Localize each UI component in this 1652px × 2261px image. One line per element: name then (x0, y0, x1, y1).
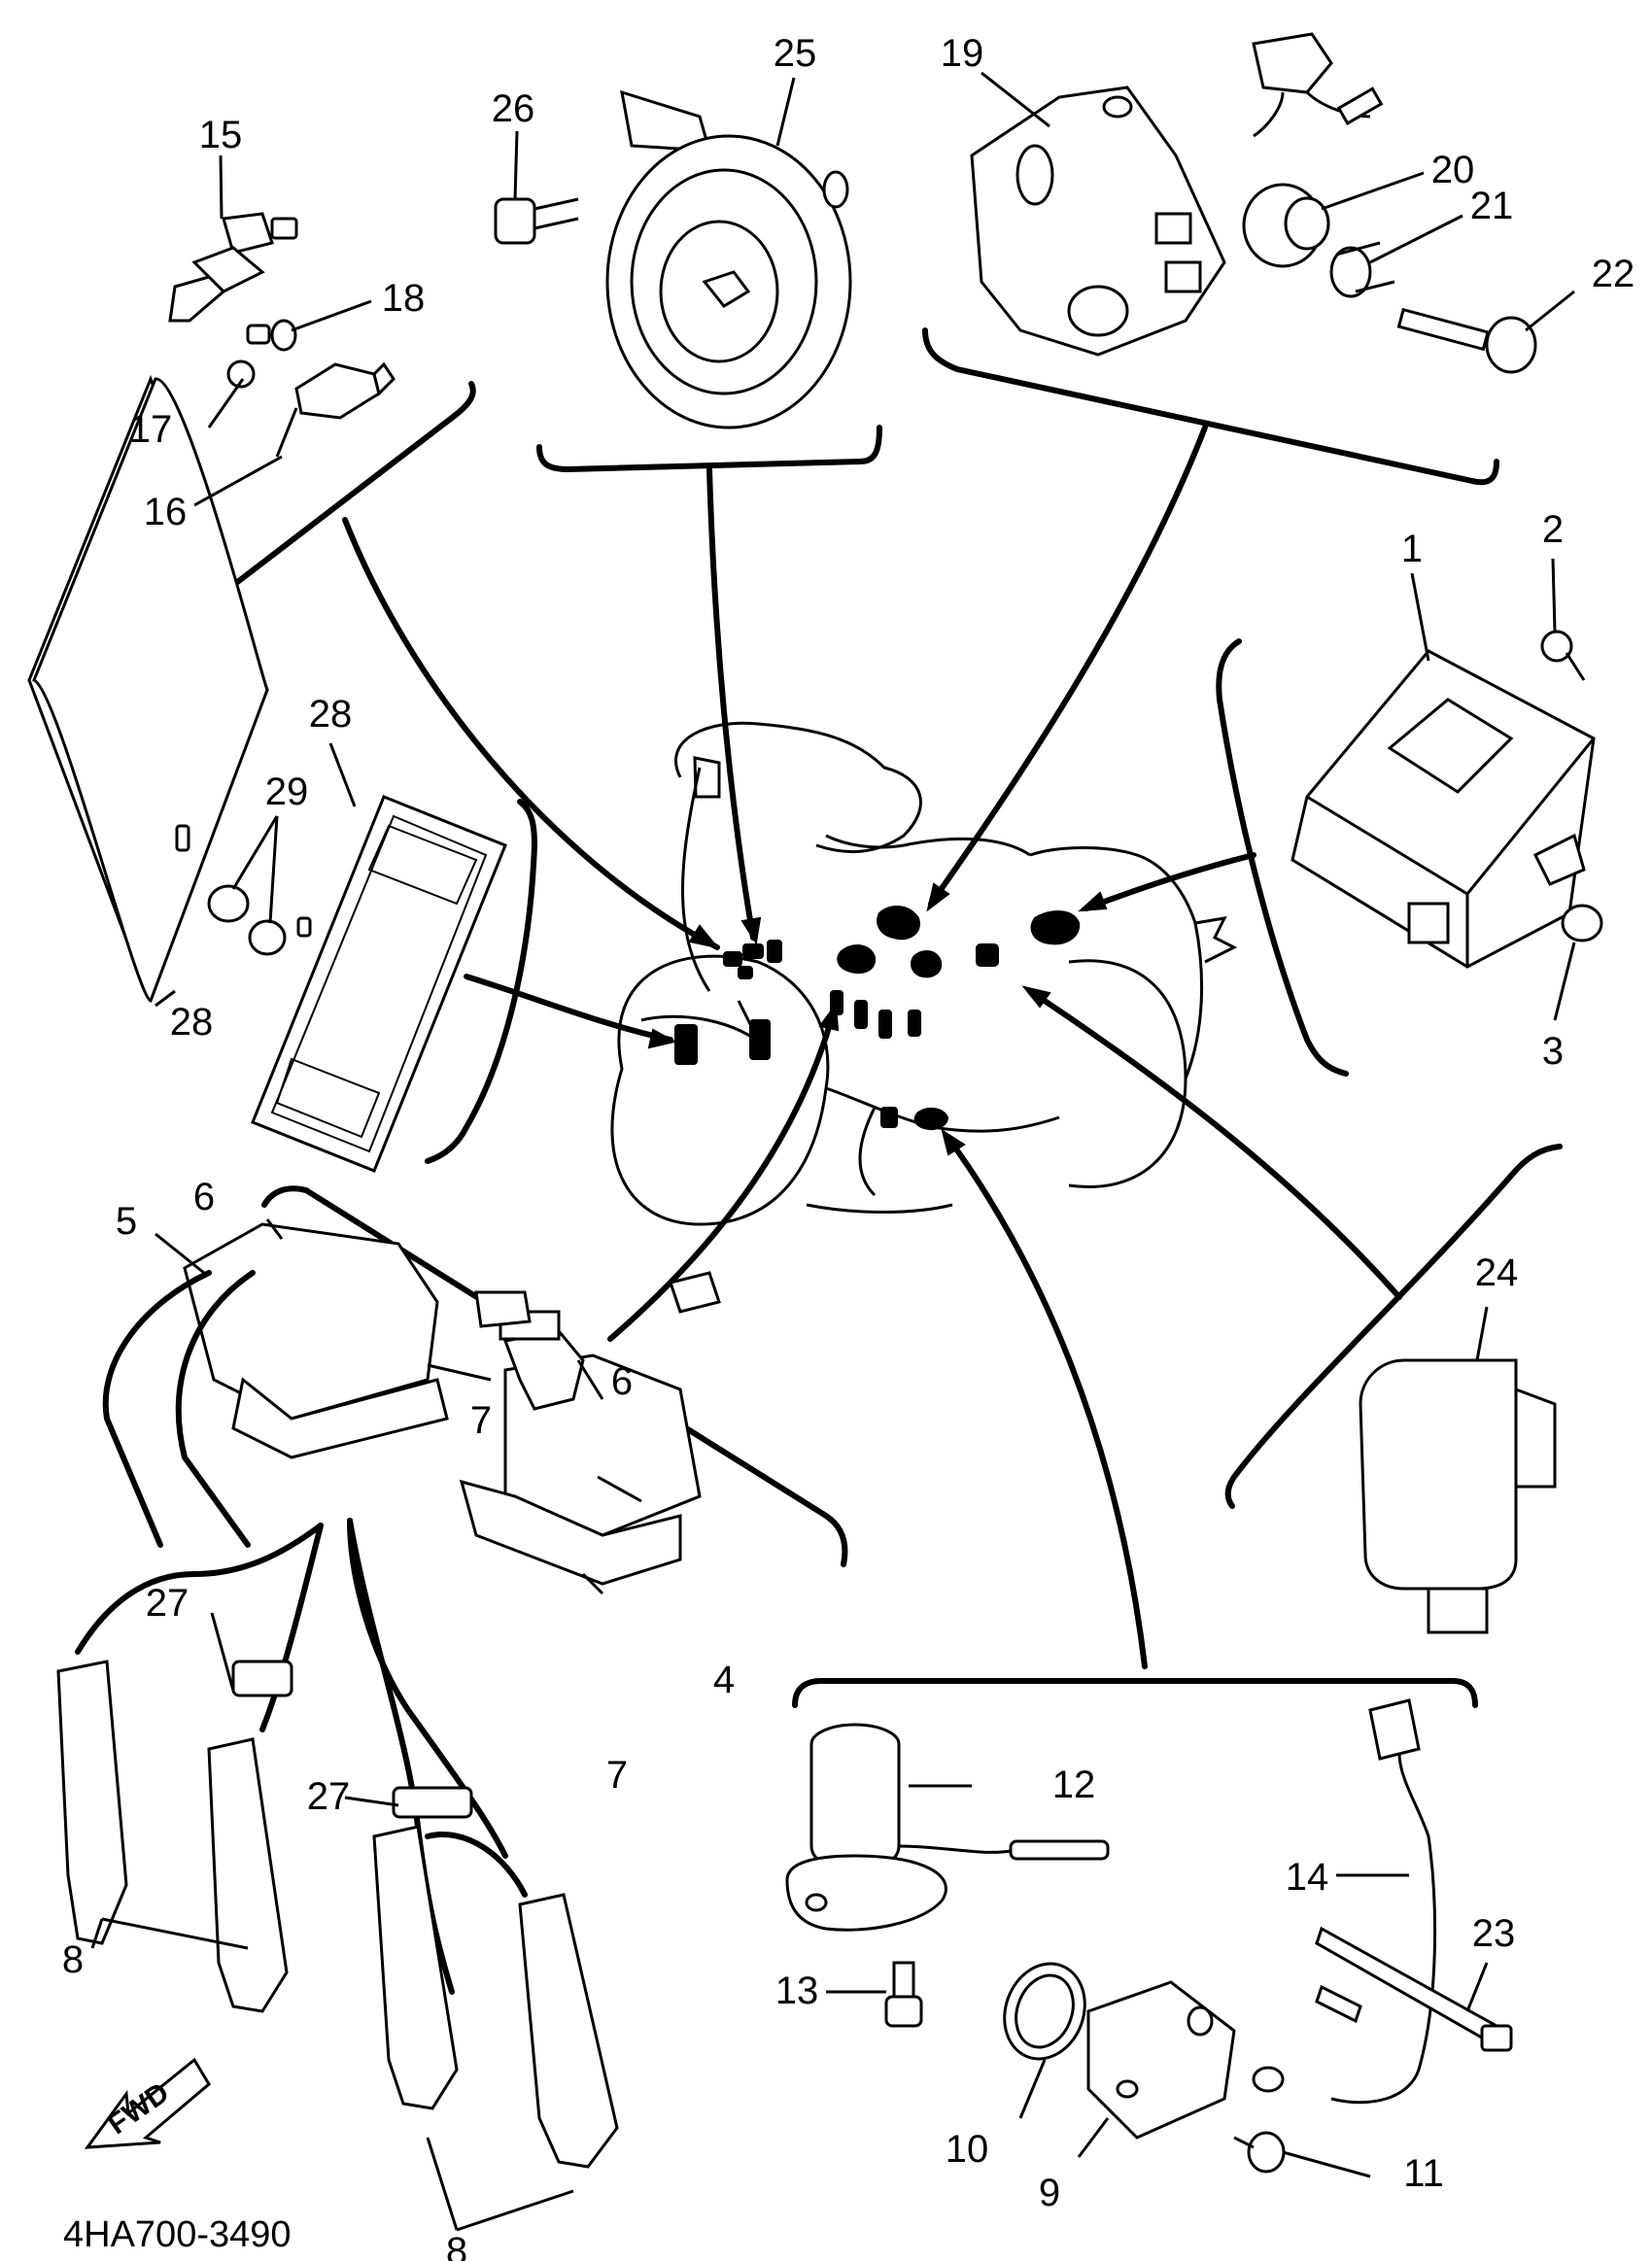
callout-6a: 6 (193, 1176, 215, 1218)
callout-18: 18 (382, 277, 426, 320)
callout-2: 2 (1542, 508, 1564, 551)
small-fasteners (226, 319, 297, 389)
flasher-relay-part (1359, 1358, 1557, 1634)
callout-11: 11 (1403, 2152, 1444, 2195)
horn-bolt-part (494, 197, 579, 245)
callout-25: 25 (774, 32, 817, 75)
relay-fasteners (1242, 183, 1537, 374)
callout-1: 1 (1401, 528, 1423, 570)
callout-4: 4 (713, 1659, 735, 1701)
callout-19: 19 (941, 32, 984, 75)
callout-leaders (90, 71, 1576, 2232)
callout-9: 9 (1039, 2172, 1060, 2214)
callout-28a: 28 (170, 1001, 214, 1044)
callout-14: 14 (1286, 1856, 1329, 1899)
neutral-switch-parts (1003, 1962, 1286, 2174)
callout-23: 23 (1472, 1912, 1516, 1955)
lead-and-band-parts (1252, 1698, 1513, 2105)
callout-labels: 1 2 3 4 5 6 6 7 7 8 8 9 10 11 12 13 14 1… (62, 32, 1635, 2261)
callout-5: 5 (116, 1200, 137, 1243)
thermo-switch-part (168, 212, 298, 323)
callout-27a: 27 (146, 1582, 189, 1625)
callout-3: 3 (1542, 1030, 1564, 1073)
callout-22: 22 (1592, 253, 1635, 295)
callout-16: 16 (144, 491, 188, 533)
callout-7b: 7 (606, 1754, 628, 1797)
callout-15: 15 (199, 114, 243, 156)
callout-29: 29 (265, 771, 309, 813)
group-brackets (177, 327, 1563, 1708)
temperature-sensor-part (275, 361, 396, 458)
oil-level-switch-part (785, 1723, 1110, 2028)
callout-6b: 6 (611, 1360, 633, 1403)
control-unit-part (1291, 649, 1596, 969)
callout-8a: 8 (62, 1938, 84, 1981)
callout-10: 10 (946, 2128, 989, 2171)
callout-24: 24 (1475, 1251, 1519, 1294)
callout-12: 12 (1052, 1764, 1096, 1806)
callout-27b: 27 (307, 1775, 351, 1818)
callout-20: 20 (1431, 149, 1475, 191)
horn-part (605, 89, 852, 429)
connector-cluster (674, 906, 1081, 1130)
control-unit-fasteners (1540, 630, 1603, 942)
callout-7a: 7 (470, 1399, 492, 1442)
callout-26: 26 (492, 87, 535, 130)
relay-unit-part (970, 32, 1384, 357)
callout-21: 21 (1470, 185, 1514, 227)
callout-8b: 8 (446, 2230, 467, 2261)
direction-arrow (84, 2057, 211, 2149)
reflector-nuts (175, 824, 312, 956)
motorcycle-outline (610, 721, 1238, 1226)
drawing-code: 4HA700-3490 (63, 2214, 292, 2255)
leader-arrows (342, 425, 1402, 1669)
callout-13: 13 (775, 1970, 819, 2012)
callout-17: 17 (129, 408, 173, 451)
callout-28b: 28 (309, 693, 353, 736)
reflector-parts (27, 374, 507, 1173)
